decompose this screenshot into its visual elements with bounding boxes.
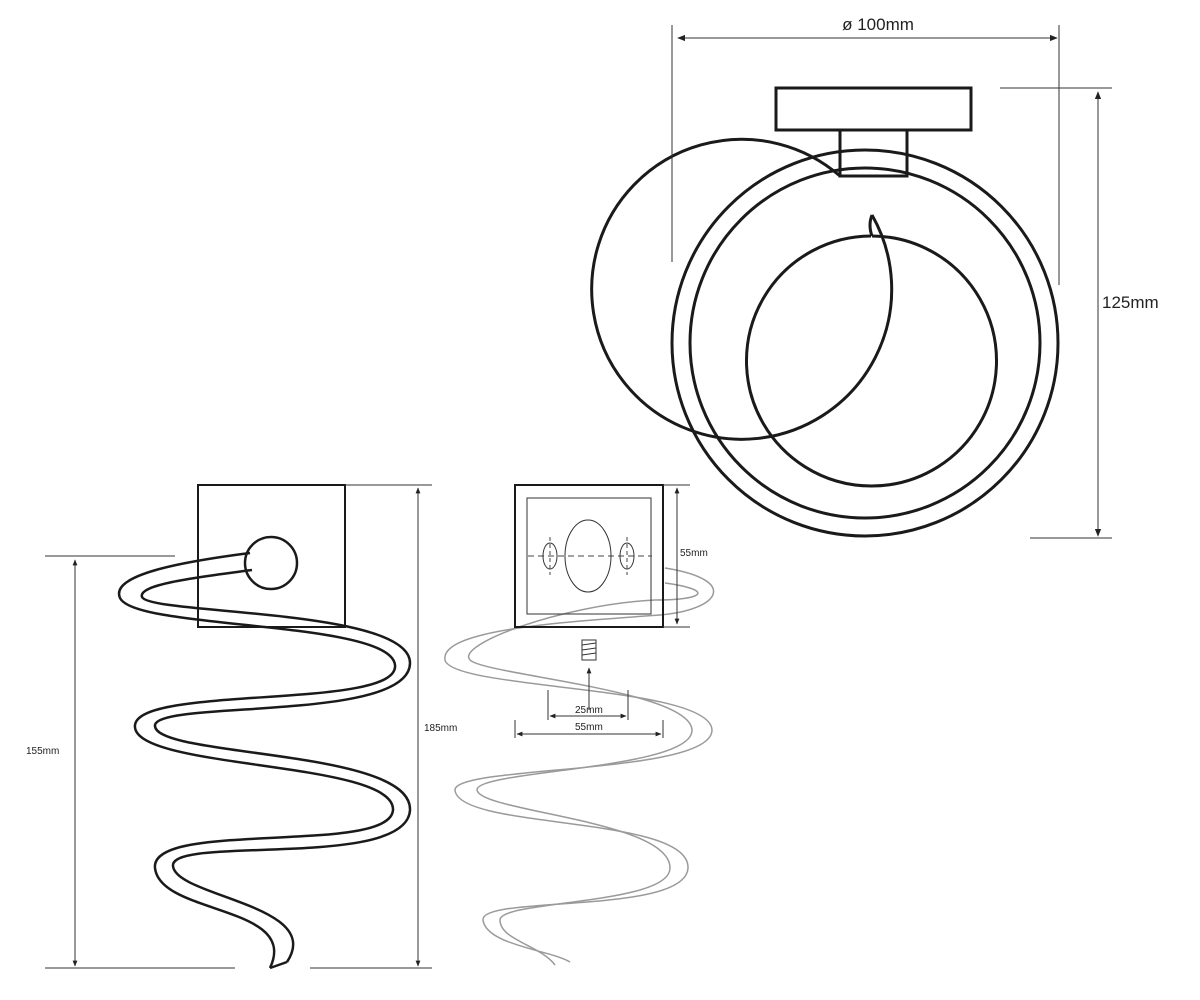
side-spiral-end [269, 960, 288, 970]
dim-185-label: 185mm [424, 723, 457, 734]
outer-ring [670, 148, 1060, 538]
dim-height-label: 125mm [1102, 293, 1159, 312]
side-spiral-outer [117, 551, 397, 969]
dim-plate-height-label: 55mm [680, 548, 708, 559]
side-view: 155mm 185mm [26, 484, 457, 970]
side-knob [243, 535, 299, 591]
inner-coil-inner-edge [745, 234, 998, 488]
dim-plate-width-label: 55mm [575, 722, 603, 733]
mount-view: 55mm 25mm 55mm [444, 484, 715, 966]
screw-icon [581, 639, 597, 661]
dim-diameter-label: ø 100mm [842, 15, 914, 34]
outer-ring-inner-edge [688, 166, 1042, 520]
inner-coil-outer-edge [590, 137, 894, 441]
mount-plate-outer [514, 484, 664, 628]
dim-hole-spacing-label: 25mm [575, 705, 603, 716]
dim-155-label: 155mm [26, 746, 59, 757]
mount-spiral-inner [467, 582, 699, 966]
mount-center-oval [564, 519, 612, 593]
top-view: ø 100mm 125mm [590, 15, 1159, 539]
mount-plate [774, 86, 973, 132]
side-spiral-inner [140, 568, 412, 963]
coil-end [868, 214, 874, 237]
